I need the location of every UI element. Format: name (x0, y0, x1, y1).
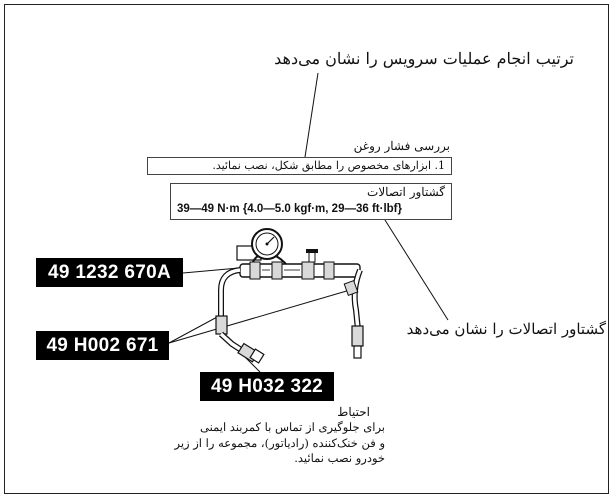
leader-line-part-2a (168, 315, 220, 344)
procedure-step-1: 1. ابزارهای مخصوص را مطابق شکل، نصب نمائ… (212, 159, 445, 172)
torque-spec-value: 39—49 N·m {4.0—5.0 kgf·m, 29—36 ft·lbf} (177, 203, 402, 215)
caution-line: برای جلوگیری از تماس با کمربند ایمنی (200, 420, 385, 434)
torque-spec-box: گشتاور اتصالات 39—49 N·m {4.0—5.0 kgf·m,… (170, 183, 452, 220)
service-order-callout: ترتیب انجام عملیات سرویس را نشان می‌دهد (274, 49, 574, 68)
part-number-label: 49 H002 671 (36, 331, 169, 360)
leader-line-part-2b (168, 289, 351, 344)
caution-line: خودرو نصب نمائید. (294, 451, 385, 465)
caution-line: و فن خنک‌کننده (رادیاتور)، مجموعه را از … (174, 435, 386, 450)
part-number-label: 49 1232 670A (36, 258, 183, 287)
caution-body: برای جلوگیری از تماس با کمربند ایمنی و ف… (174, 420, 386, 467)
torque-spec-label: گشتاور اتصالات (367, 185, 445, 199)
procedure-heading: بررسی فشار روغن (353, 139, 450, 153)
pressure-gauge-icon (236, 228, 291, 271)
caution-title: احتیاط (337, 405, 370, 419)
leader-line-fitting-torque (384, 219, 449, 321)
part-number-label: 49 H032 322 (200, 372, 334, 401)
left-hose-icon (215, 267, 265, 364)
leader-line-service-order (304, 72, 319, 158)
procedure-step-box: 1. ابزارهای مخصوص را مطابق شکل، نصب نمائ… (147, 157, 452, 175)
diagram-frame (4, 4, 609, 494)
right-hose-icon (343, 268, 364, 359)
fitting-torque-callout: گشتاور اتصالات را نشان می‌دهد (406, 320, 606, 338)
